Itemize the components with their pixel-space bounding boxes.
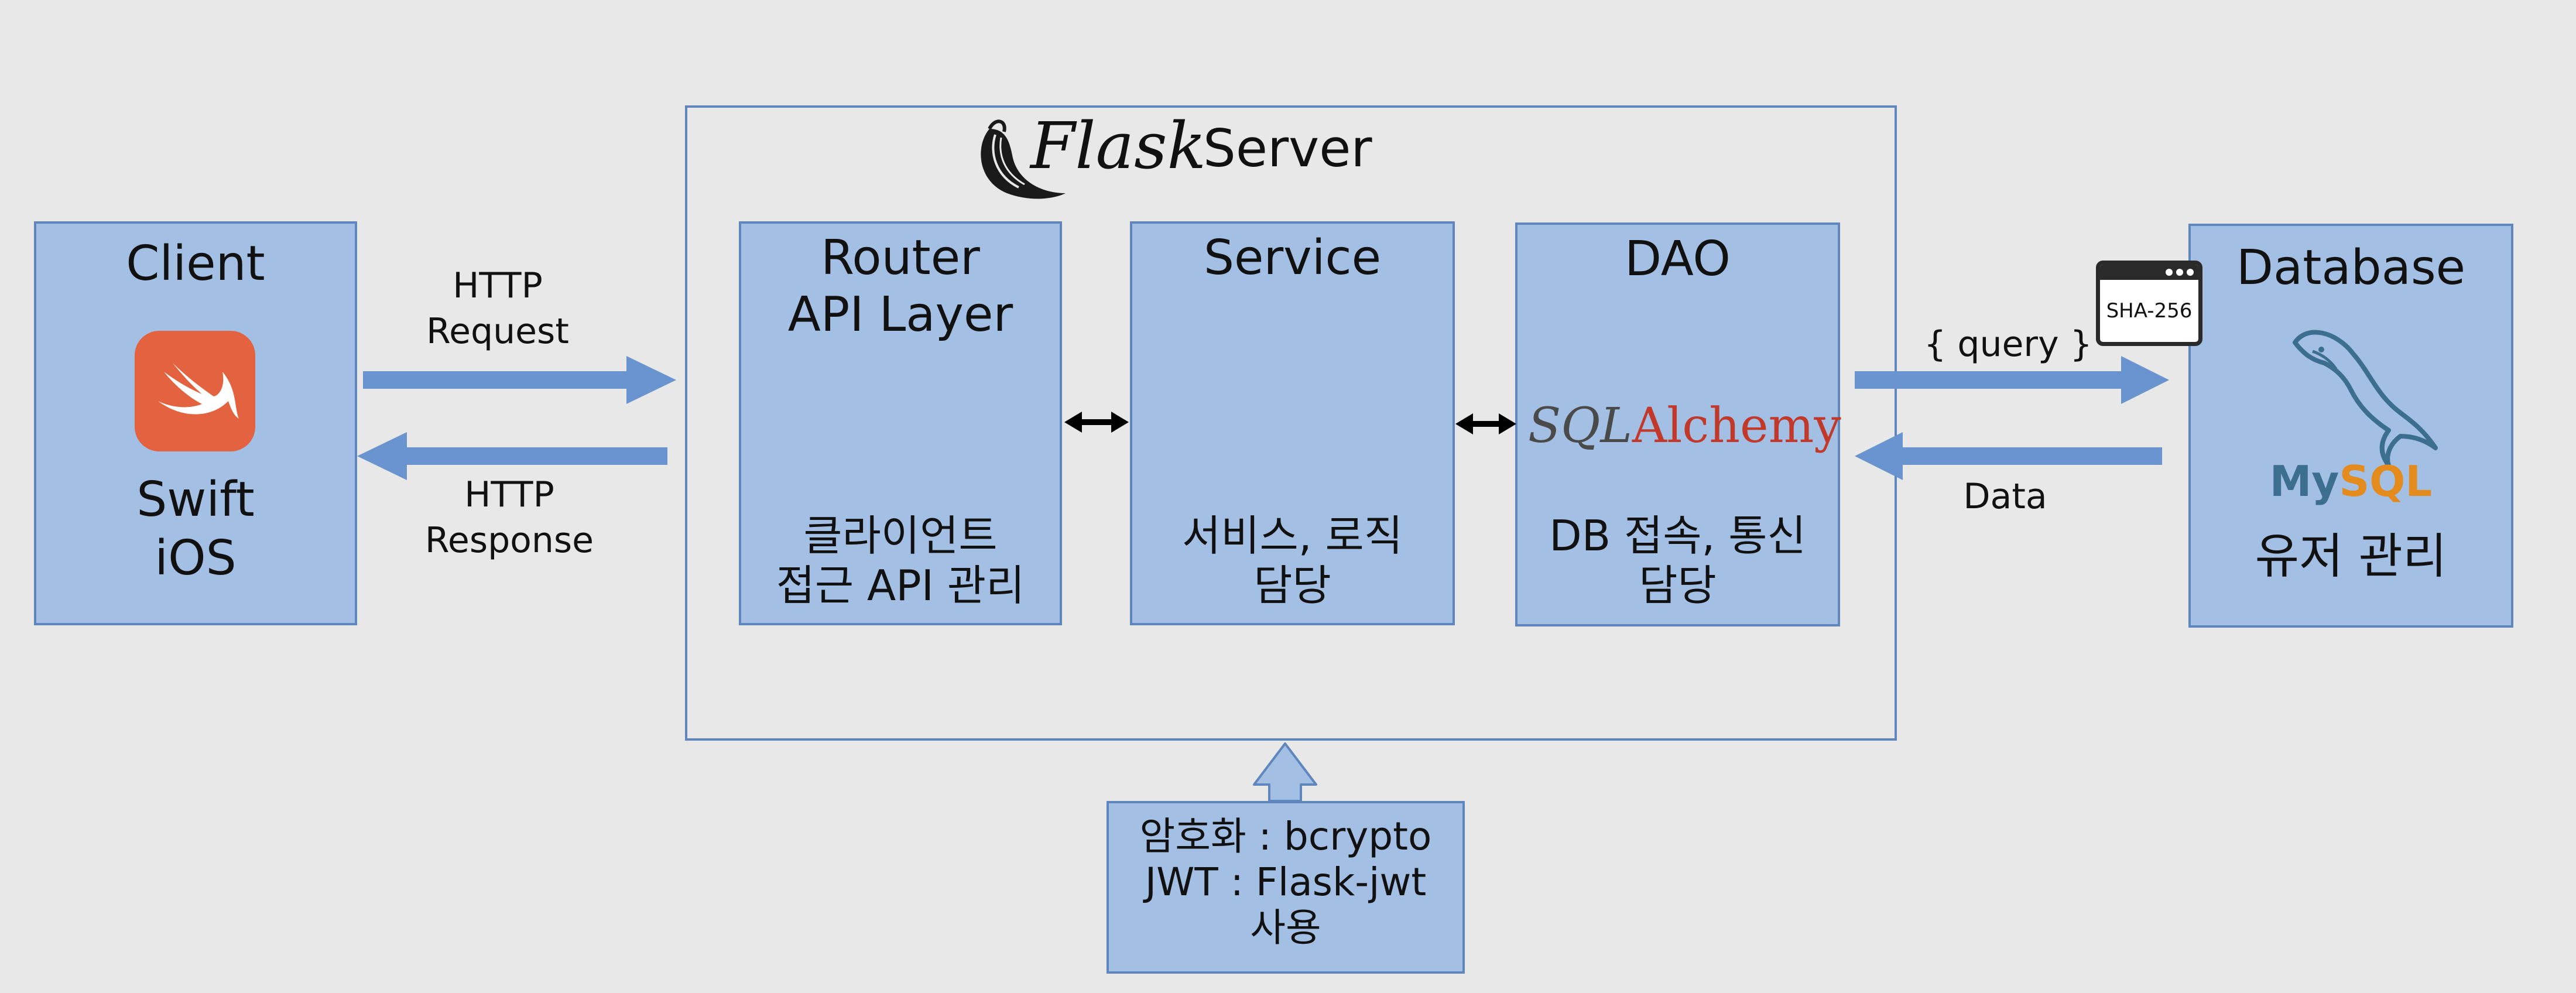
sha256-badge-dot3 xyxy=(2187,269,2194,276)
security-up-arrow xyxy=(1253,742,1317,802)
router-title-line1: Router xyxy=(821,230,980,286)
sha256-badge-dot2 xyxy=(2176,269,2183,276)
dao-desc-line1: DB 접속, 통신 xyxy=(1549,511,1806,560)
http-response-label-line2: Response xyxy=(424,520,594,561)
dao-title: DAO xyxy=(1625,231,1731,287)
mysql-logo-part2: SQL xyxy=(2339,457,2433,506)
sha256-badge-dot1 xyxy=(2166,269,2173,276)
swift-icon xyxy=(135,331,255,451)
client-platform-line1: Swift xyxy=(136,472,255,528)
service-desc-line2: 담당 xyxy=(1253,561,1331,610)
database-desc: 유저 관리 xyxy=(2255,529,2447,584)
client-title: Client xyxy=(126,236,265,292)
router-service-double-arrow xyxy=(1064,412,1129,433)
router-box xyxy=(739,221,1062,625)
sha256-badge: SHA-256 xyxy=(2096,261,2202,346)
sqlalchemy-logo-part2: Alchemy xyxy=(1632,398,1841,454)
service-desc-line1: 서비스, 로직 xyxy=(1182,511,1403,560)
router-title-line2: API Layer xyxy=(787,287,1013,343)
http-response-label-line1: HTTP xyxy=(464,474,554,515)
service-box xyxy=(1130,221,1455,625)
service-dao-double-arrow xyxy=(1455,413,1516,434)
sqlalchemy-logo-part1: SQL xyxy=(1528,398,1632,454)
data-label: Data xyxy=(1963,476,2047,517)
security-line2: JWT : Flask-jwt xyxy=(1145,860,1427,905)
database-box xyxy=(2188,224,2513,628)
query-label: { query } xyxy=(1924,324,2092,365)
flask-server-title: Server xyxy=(1203,118,1372,179)
mysql-logo: MySQL xyxy=(2188,457,2513,506)
http-response-arrow xyxy=(357,432,667,480)
sqlalchemy-logo: SQLAlchemy xyxy=(1528,398,1841,454)
service-title: Service xyxy=(1203,230,1382,286)
router-desc-line2: 접근 API 관리 xyxy=(776,561,1025,610)
flask-logo xyxy=(972,111,1071,205)
dao-desc-line2: 담당 xyxy=(1639,561,1717,610)
query-arrow xyxy=(1855,356,2169,404)
sha256-badge-label: SHA-256 xyxy=(2106,299,2193,323)
flask-logo-text: Flask xyxy=(1030,108,1207,183)
http-request-label-line2: Request xyxy=(426,311,569,352)
database-title: Database xyxy=(2236,240,2466,296)
data-arrow xyxy=(1855,432,2162,480)
security-line3: 사용 xyxy=(1250,905,1321,950)
flask-horn-icon xyxy=(981,119,1066,199)
flask-server-frame xyxy=(685,105,1897,741)
security-box xyxy=(1107,801,1465,974)
client-platform-line2: iOS xyxy=(155,530,237,586)
http-request-arrow xyxy=(363,356,676,404)
security-line1: 암호화 : bcrypto xyxy=(1139,814,1432,859)
http-request-label-line1: HTTP xyxy=(453,265,543,306)
dao-box xyxy=(1515,222,1840,626)
mysql-logo-part1: My xyxy=(2269,457,2339,506)
router-desc-line1: 클라이언트 xyxy=(803,511,998,560)
mysql-dolphin-icon xyxy=(2272,319,2447,468)
